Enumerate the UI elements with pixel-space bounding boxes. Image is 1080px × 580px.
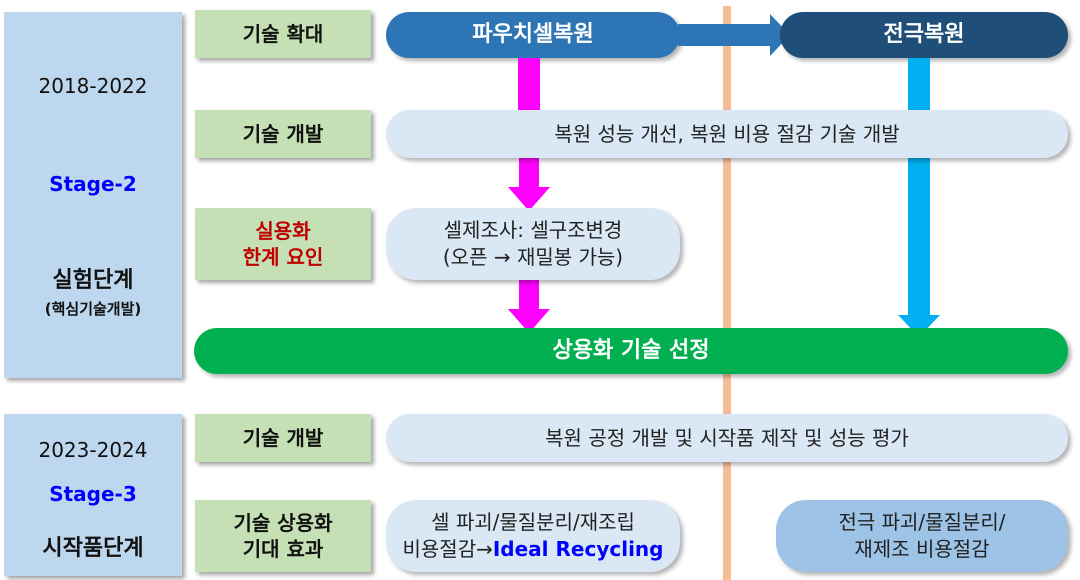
- effect-right-line2: 재제조 비용절감: [854, 537, 990, 561]
- stage3-years: 2023-2024: [38, 438, 148, 462]
- effect-left-line2: 비용절감→Ideal Recycling: [403, 536, 664, 563]
- limit-description-line1: 셀제조사: 셀구조변경: [443, 218, 623, 242]
- effect-right-box: 전극 파괴/물질분리/ 재제조 비용절감: [776, 500, 1068, 572]
- commercial-tech-selection-text: 상용화 기술 선정: [552, 338, 710, 364]
- magenta-connector-1: [518, 58, 540, 110]
- pouch-cell-restore-text: 파우치셀복원: [472, 22, 594, 48]
- magenta-arrow-1: [508, 157, 550, 211]
- label-tech-development: 기술 개발: [195, 110, 371, 158]
- dev-description-box: 복원 성능 개선, 복원 비용 절감 기술 개발: [386, 110, 1068, 158]
- label-expected-effect: 기술 상용화 기대 효과: [195, 500, 371, 572]
- dev2-description-box: 복원 공정 개발 및 시작품 제작 및 성능 평가: [386, 414, 1068, 462]
- electrode-restore-text: 전극복원: [883, 22, 965, 48]
- stage3-panel: 2023-2024 Stage-3 시작품단계: [4, 414, 182, 576]
- cyan-connector: [908, 58, 930, 110]
- stage3-phase: 시작품단계: [42, 536, 144, 561]
- magenta-arrow-2: [508, 279, 550, 333]
- commercial-tech-selection-bar: 상용화 기술 선정: [194, 328, 1068, 374]
- effect-right-line1: 전극 파괴/물질분리/: [838, 510, 1006, 534]
- label-tech-development-text: 기술 개발: [242, 122, 324, 146]
- label-limit-line2: 한계 요인: [242, 245, 324, 269]
- effect-left-line2-prefix: 비용절감→: [402, 537, 493, 561]
- pouch-cell-restore-box: 파우치셀복원: [386, 12, 680, 58]
- stage2-panel: 2018-2022 Stage-2 실험단계 (핵심기술개발): [4, 12, 182, 378]
- label-effect-line1: 기술 상용화: [233, 511, 333, 535]
- label-tech-development-2: 기술 개발: [195, 414, 371, 462]
- limit-description-box: 셀제조사: 셀구조변경 (오픈 → 재밀봉 가능): [386, 208, 680, 280]
- stage2-label: Stage-2: [49, 172, 137, 196]
- cyan-arrow: [898, 157, 940, 337]
- electrode-restore-box: 전극복원: [780, 12, 1068, 58]
- effect-left-box: 셀 파괴/물질분리/재조립 비용절감→Ideal Recycling: [386, 500, 680, 572]
- label-tech-development-2-text: 기술 개발: [242, 426, 324, 450]
- effect-left-line1: 셀 파괴/물질분리/재조립: [431, 510, 635, 534]
- stage2-years: 2018-2022: [38, 74, 148, 98]
- stage2-phase: 실험단계: [52, 268, 134, 293]
- label-limit-factors: 실용화 한계 요인: [195, 208, 371, 280]
- label-tech-expansion-text: 기술 확대: [242, 22, 324, 46]
- label-effect-line2: 기대 효과: [242, 537, 324, 561]
- divider-line: [723, 6, 731, 580]
- label-tech-expansion: 기술 확대: [195, 10, 371, 58]
- stage3-label: Stage-3: [49, 482, 137, 506]
- limit-description-line2: (오픈 → 재밀봉 가능): [442, 245, 624, 269]
- label-limit-line1: 실용화: [255, 219, 311, 243]
- dev-description-text: 복원 성능 개선, 복원 비용 절감 기술 개발: [554, 121, 900, 146]
- dev2-description-text: 복원 공정 개발 및 시작품 제작 및 성능 평가: [545, 425, 909, 450]
- right-arrow: [678, 14, 790, 56]
- stage2-phase-sub: (핵심기술개발): [44, 300, 142, 318]
- ideal-recycling-highlight: Ideal Recycling: [492, 537, 664, 561]
